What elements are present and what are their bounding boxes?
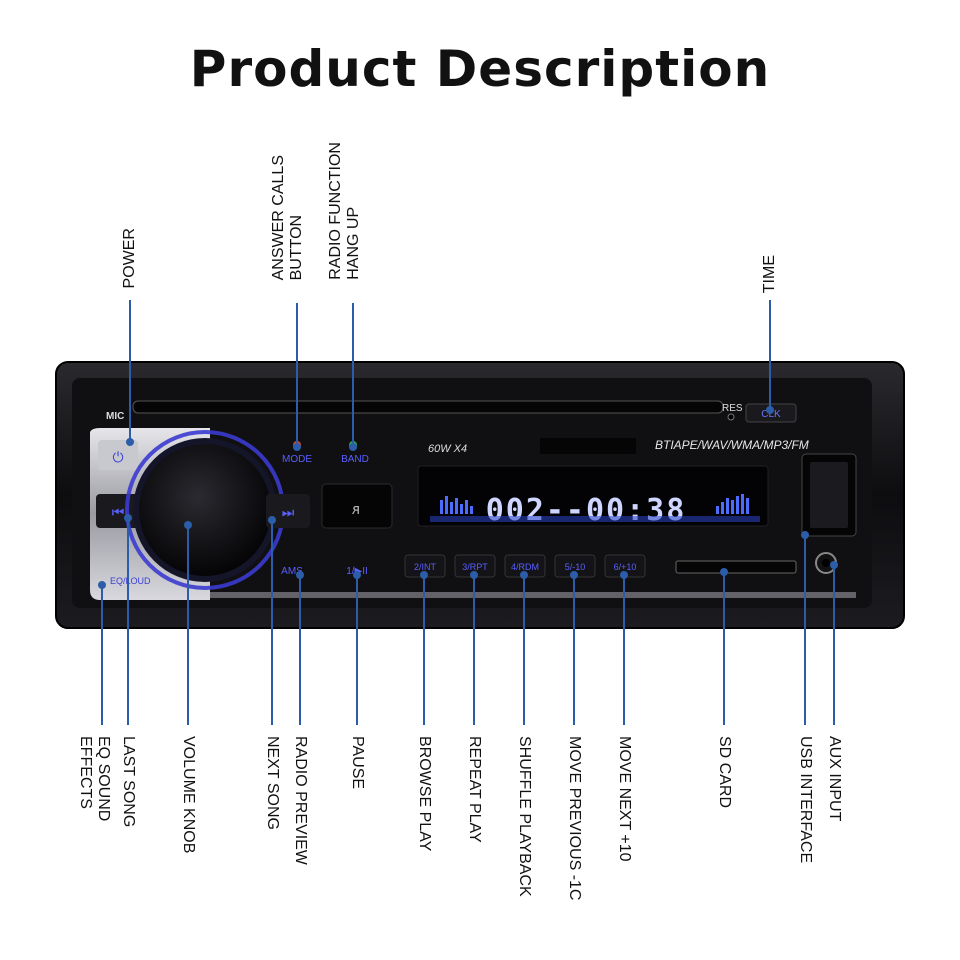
display-glow xyxy=(430,516,760,522)
label-radio-function-line1: RADIO FUNCTION xyxy=(327,142,344,280)
label-eq-sound-line2: EFFECTS xyxy=(77,736,94,809)
prev-button-icon: ⏮ xyxy=(112,505,125,521)
usb-port-inner xyxy=(810,462,848,528)
preset-button-6-label: 6/+10 xyxy=(614,562,637,572)
label-shuffle-playback: SHUFFLE PLAYBACK xyxy=(516,736,533,897)
label-answer-calls-line1: ANSWER CALLS xyxy=(270,155,287,281)
label-usb-interface: USB INTERFACE xyxy=(797,736,814,864)
label-repeat-play: REPEAT PLAY xyxy=(466,736,483,843)
label-pause: PAUSE xyxy=(349,736,366,790)
power-rating-text: 60W X4 xyxy=(428,443,467,455)
label-eq-sound: EQ SOUND EFFECTS xyxy=(76,736,112,821)
sd-card-slot[interactable] xyxy=(675,560,797,574)
mic-label: MIC xyxy=(106,411,124,422)
res-label: RES xyxy=(722,403,743,414)
label-aux-input: AUX INPUT xyxy=(826,736,843,822)
ir-logo: ᴙ xyxy=(352,502,360,518)
label-power: POWER xyxy=(121,228,138,289)
ir-sensor-window xyxy=(321,483,393,529)
label-next-song: NEXT SONG xyxy=(264,736,281,830)
label-answer-calls: ANSWER CALLS BUTTON xyxy=(270,155,306,280)
preset-button-3-label: 3/RPT xyxy=(462,562,488,572)
cd-slot xyxy=(132,400,724,414)
eq-loud-label: EQ/LOUD xyxy=(110,576,151,586)
page-title: Product Description xyxy=(189,40,771,98)
label-browse-play: BROWSE PLAY xyxy=(416,736,433,852)
label-last-song: LAST SONG xyxy=(120,736,137,828)
power-button-icon: ⏻ xyxy=(112,450,123,466)
format-text: BTIAPE/WAV/WMA/MP3/FM xyxy=(655,438,809,452)
reset-hole[interactable] xyxy=(727,413,735,421)
preset-button-4-label: 4/RDM xyxy=(511,562,539,572)
preset-buttons: 2/INT 3/RPT 4/RDM 5/-10 6/+10 xyxy=(404,554,646,578)
mode-button[interactable]: MODE xyxy=(282,454,312,465)
label-sd-card: SD CARD xyxy=(716,736,733,809)
label-radio-preview: RADIO PREVIEW xyxy=(292,736,309,865)
eq-bars-left xyxy=(440,496,473,514)
bottom-chrome-strip xyxy=(210,592,856,598)
label-time: TIME xyxy=(761,255,778,294)
aux-jack-hole xyxy=(822,559,830,567)
power-button[interactable] xyxy=(98,440,138,470)
display-readout: 002--00:38 xyxy=(486,493,687,528)
brand-plate xyxy=(540,438,636,454)
label-answer-calls-line2: BUTTON xyxy=(288,214,305,281)
next-button[interactable] xyxy=(266,494,310,528)
preset-button-5-label: 5/-10 xyxy=(565,562,586,572)
lcd-display xyxy=(417,465,769,527)
label-eq-sound-line1: EQ SOUND xyxy=(95,736,112,822)
label-radio-function-line2: HANG UP xyxy=(345,206,362,280)
volume-knob[interactable] xyxy=(139,444,271,576)
band-button[interactable]: BAND xyxy=(341,454,369,465)
label-radio-function: RADIO FUNCTION HANG UP xyxy=(327,142,363,280)
ams-button[interactable]: AMS xyxy=(281,566,303,577)
label-move-next: MOVE NEXT +10 xyxy=(616,736,633,862)
eq-bars-right xyxy=(716,494,749,514)
label-volume-knob: VOLUME KNOB xyxy=(180,736,197,854)
preset-button-2-label: 2/INT xyxy=(414,562,437,572)
label-move-previous: MOVE PREVIOUS -1C xyxy=(566,736,583,901)
clk-button-label: CLK xyxy=(761,409,781,420)
leader-lines xyxy=(98,300,838,725)
next-button-icon: ⏭ xyxy=(282,505,295,521)
